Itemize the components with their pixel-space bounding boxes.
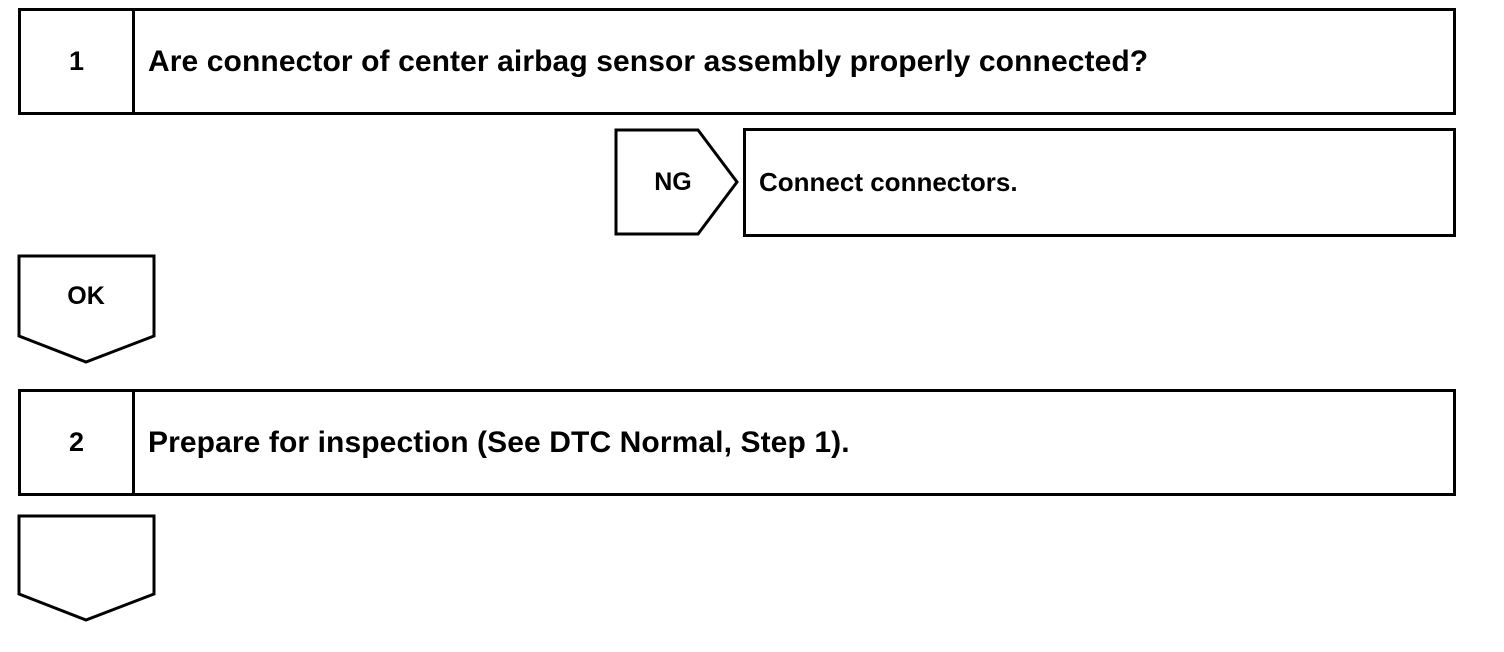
step-1-number: 1 bbox=[21, 11, 135, 112]
ng-action-box: Connect connectors. bbox=[743, 128, 1456, 237]
ng-label: NG bbox=[654, 168, 692, 196]
step-2-question: Prepare for inspection (See DTC Normal, … bbox=[148, 425, 850, 459]
step-2-box: 2 Prepare for inspection (See DTC Normal… bbox=[18, 389, 1456, 496]
ok-label: OK bbox=[67, 282, 105, 310]
ng-arrow-shape bbox=[614, 128, 739, 236]
step-1-question: Are connector of center airbag sensor as… bbox=[148, 44, 1149, 78]
step-2-number: 2 bbox=[21, 392, 135, 493]
ok-arrow-shape bbox=[17, 254, 156, 364]
continue-arrow-shape bbox=[17, 514, 156, 622]
step-1-box: 1 Are connector of center airbag sensor … bbox=[18, 8, 1456, 115]
